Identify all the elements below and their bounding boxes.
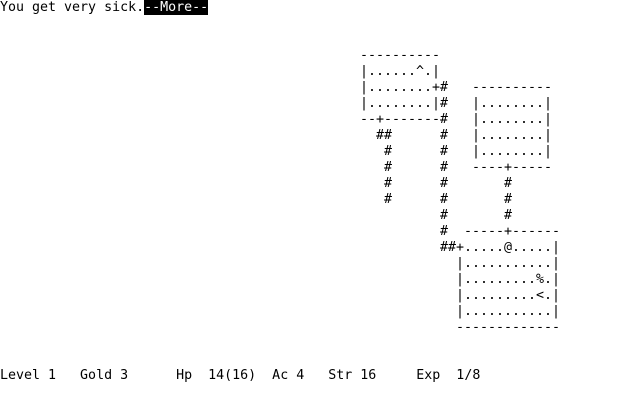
map-row: # # #: [384, 176, 513, 191]
map-row: --+-------# |........|: [360, 112, 553, 127]
map-row: [0, 0, 640, 16]
map-row: ##+.....@.....|: [440, 240, 561, 255]
map-row: |........+# ----------: [360, 80, 553, 95]
map-row: # #: [440, 208, 513, 223]
map-row: |......^.|: [360, 64, 441, 79]
map-row: |.........<.|: [456, 288, 561, 303]
map-row: [0, 336, 640, 352]
map-row: # # |........|: [384, 144, 553, 159]
map-row: [0, 352, 640, 368]
map-row: -------------: [456, 320, 561, 335]
map-row: |........|# |........|: [360, 96, 553, 111]
map-row: [0, 16, 640, 32]
map-row: # -----+------: [440, 224, 561, 239]
message-line: You get very sick.--More--: [0, 0, 209, 16]
map-row: |.........%.|: [456, 272, 561, 287]
more-prompt[interactable]: --More--: [144, 0, 209, 15]
map-row: |...........|: [456, 304, 561, 319]
status-line: Level 1 Gold 3 Hp 14(16) Ac 4 Str 16 Exp…: [0, 368, 481, 383]
map-row: ## # |........|: [376, 128, 553, 143]
message-text: You get very sick.: [0, 0, 145, 15]
map-row: # # ----+-----: [384, 160, 553, 175]
map-row: |...........|: [456, 256, 561, 271]
map-row: [0, 32, 640, 48]
map-row: ----------: [360, 48, 441, 63]
map-row: # # #: [384, 192, 513, 207]
